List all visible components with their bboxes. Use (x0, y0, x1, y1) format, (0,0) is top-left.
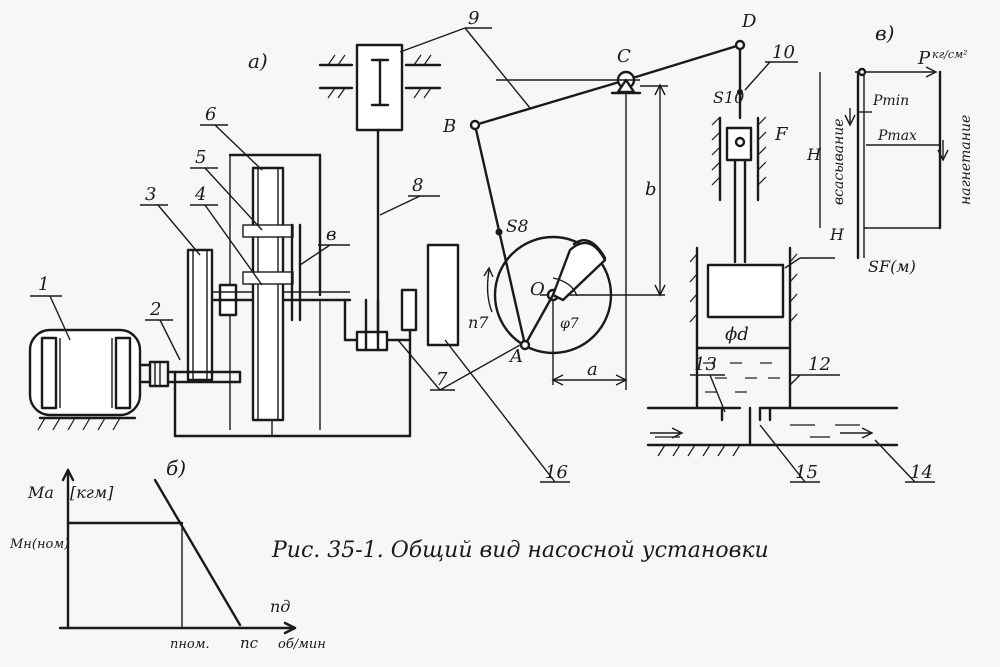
indicator-pmin: Pmin (872, 93, 909, 109)
linkage-mechanism (469, 39, 746, 390)
figure-caption: Рис. 35-1. Общий вид насосной установки (271, 538, 769, 563)
indicator-sf: SF(м) (868, 257, 916, 276)
point-O: O (530, 279, 545, 300)
point-C: C (617, 46, 631, 67)
chart-x-c: nс (240, 634, 259, 652)
section-a-label: а) (248, 49, 268, 73)
callout-10: 10 (772, 42, 795, 63)
indicator-p-axis: P (917, 48, 931, 69)
chart-ytick: Mн(ном) (9, 537, 69, 552)
callout-14: 14 (910, 462, 933, 483)
callout-5: 5 (195, 147, 206, 168)
callout-16: 16 (545, 462, 568, 483)
speed-n7: n7 (468, 313, 489, 332)
callout-7: 7 (436, 369, 448, 390)
callout-3: 3 (145, 184, 156, 205)
point-B: B (442, 116, 456, 137)
callout-6: 6 (205, 104, 216, 125)
callout-13: 13 (694, 354, 717, 375)
callout-8: 8 (412, 175, 423, 196)
callout-leaders (30, 27, 935, 483)
vertical-shaft-bearing (318, 43, 442, 337)
section-b-label: б) (166, 456, 186, 480)
indicator-p-unit: кг/см² (932, 48, 968, 61)
plunger-pump (646, 116, 899, 457)
chart-xlabel: nд (270, 597, 290, 616)
label-S10: S10 (713, 88, 744, 107)
indicator-H-top: H (806, 145, 822, 164)
callout-9: 9 (468, 8, 479, 29)
chart-ylabel: Mа (27, 483, 54, 502)
callout-v: в (326, 224, 336, 245)
angle-phi: φ7 (560, 316, 579, 332)
label-S8: S8 (506, 217, 529, 237)
motor-characteristic-chart (58, 468, 297, 635)
indicator-suction: всасывание (831, 118, 847, 205)
callout-12: 12 (808, 354, 831, 375)
callout-4: 4 (194, 184, 206, 205)
dim-a: a (587, 359, 598, 380)
point-D: D (741, 11, 757, 32)
flywheel (426, 243, 460, 347)
electric-motor (28, 328, 170, 431)
dim-b: b (645, 179, 657, 200)
bore-d: ϕd (725, 324, 749, 345)
indicator-H-bottom: H (829, 225, 845, 244)
section-v-label: в) (875, 21, 894, 45)
callout-15: 15 (795, 462, 818, 483)
indicator-pmax: Pmax (877, 128, 917, 144)
indicator-discharge: нагнетание (958, 115, 974, 205)
chart-xunit: об/мин (278, 637, 326, 652)
callout-1: 1 (38, 274, 49, 295)
chart-yunit: [кгм] (70, 483, 114, 502)
indicator-diagram (819, 66, 949, 260)
callout-2: 2 (149, 299, 161, 320)
labels: а) б) в) 1 2 3 4 5 6 7 8 9 10 12 13 14 1… (9, 8, 974, 652)
point-A: A (508, 346, 523, 367)
chart-x-nom: nном. (170, 637, 210, 652)
point-F: F (774, 124, 789, 145)
